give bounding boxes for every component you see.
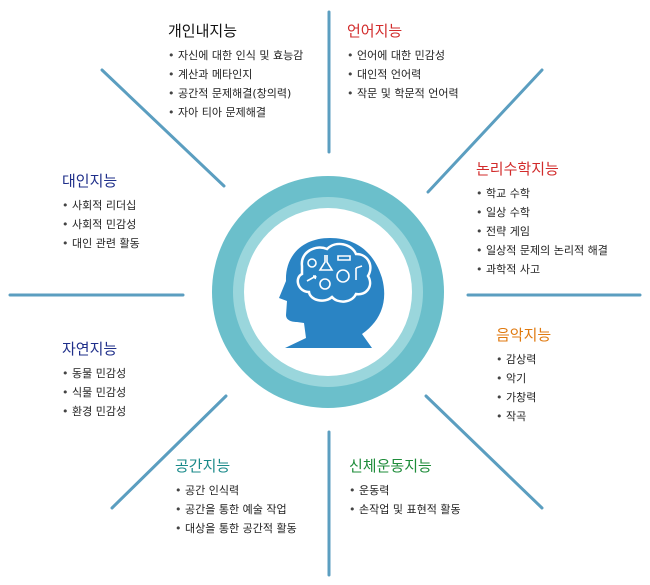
section-items: 감상력 악기 가창력 작곡 bbox=[496, 350, 551, 426]
list-item: 운동력 bbox=[349, 481, 461, 500]
section-title: 개인내지능 bbox=[168, 22, 238, 40]
divider-lines bbox=[8, 10, 642, 577]
list-item: 일상 수학 bbox=[476, 203, 608, 222]
brain-outline bbox=[296, 242, 372, 303]
list-item: 식물 민감성 bbox=[62, 383, 126, 402]
section-title: 신체운동지능 bbox=[349, 457, 432, 475]
section-items: 공간 인식력 공간을 통한 예술 작업 대상을 통한 공간적 활동 bbox=[175, 481, 297, 538]
brain-doodles bbox=[306, 255, 363, 290]
list-item: 학교 수학 bbox=[476, 184, 608, 203]
list-item: 공간 인식력 bbox=[175, 481, 297, 500]
atom-doodle bbox=[307, 258, 317, 268]
list-item: 대인 관련 활동 bbox=[62, 234, 140, 253]
list-item: 언어에 대한 민감성 bbox=[347, 46, 459, 65]
list-item: 공간을 통한 예술 작업 bbox=[175, 500, 297, 519]
section-title: 논리수학지능 bbox=[476, 160, 559, 178]
list-item: 작문 및 학문적 언어력 bbox=[347, 84, 459, 103]
arrow-doodle bbox=[306, 275, 317, 282]
list-item: 환경 민감성 bbox=[62, 402, 126, 421]
list-item: 사회적 리더십 bbox=[62, 196, 140, 215]
list-item: 전략 게임 bbox=[476, 222, 608, 241]
section-linguistic: 언어지능 언어에 대한 민감성 대인적 언어력 작문 및 학문적 언어력 bbox=[347, 22, 459, 103]
divider-line-top-right bbox=[426, 68, 544, 194]
list-item: 자아 티아 문제해결 bbox=[168, 103, 303, 122]
list-item: 동물 민감성 bbox=[62, 364, 126, 383]
list-item: 공간적 문제해결(창의력) bbox=[168, 84, 303, 103]
divider-line-top-left bbox=[100, 68, 226, 188]
section-items: 동물 민감성 식물 민감성 환경 민감성 bbox=[62, 364, 126, 421]
section-bodily-kinesthetic: 신체운동지능 운동력 손작업 및 표현적 활동 bbox=[349, 457, 461, 519]
section-spatial: 공간지능 공간 인식력 공간을 통한 예술 작업 대상을 통한 공간적 활동 bbox=[175, 457, 297, 538]
list-item: 대인적 언어력 bbox=[347, 65, 459, 84]
list-item: 감상력 bbox=[496, 350, 551, 369]
section-musical: 음악지능 감상력 악기 가창력 작곡 bbox=[496, 326, 551, 426]
section-items: 학교 수학 일상 수학 전략 게임 일상적 문제의 논리적 해결 과학적 사고 bbox=[476, 184, 608, 279]
section-title: 자연지능 bbox=[62, 340, 118, 358]
list-item: 가창력 bbox=[496, 388, 551, 407]
section-intrapersonal: 개인내지능 자신에 대한 인식 및 효능감 계산과 메타인지 공간적 문제해결(… bbox=[168, 22, 303, 122]
section-title: 언어지능 bbox=[347, 22, 403, 40]
list-item: 일상적 문제의 논리적 해결 bbox=[476, 241, 608, 260]
section-logical-mathematical: 논리수학지능 학교 수학 일상 수학 전략 게임 일상적 문제의 논리적 해결 … bbox=[476, 160, 608, 279]
gear-doodle bbox=[319, 278, 331, 290]
section-items: 언어에 대한 민감성 대인적 언어력 작문 및 학문적 언어력 bbox=[347, 46, 459, 103]
list-item: 과학적 사고 bbox=[476, 260, 608, 279]
section-interpersonal: 대인지능 사회적 리더십 사회적 민감성 대인 관련 활동 bbox=[62, 172, 140, 253]
list-item: 작곡 bbox=[496, 407, 551, 426]
section-title: 공간지능 bbox=[175, 457, 231, 475]
section-title: 대인지능 bbox=[62, 172, 118, 190]
section-items: 자신에 대한 인식 및 효능감 계산과 메타인지 공간적 문제해결(창의력) 자… bbox=[168, 46, 303, 122]
section-naturalist: 자연지능 동물 민감성 식물 민감성 환경 민감성 bbox=[62, 340, 126, 421]
globe-doodle bbox=[336, 269, 350, 283]
list-item: 악기 bbox=[496, 369, 551, 388]
list-item: 계산과 메타인지 bbox=[168, 65, 303, 84]
ruler-doodle bbox=[337, 255, 351, 261]
section-items: 운동력 손작업 및 표현적 활동 bbox=[349, 481, 461, 519]
list-item: 대상을 통한 공간적 활동 bbox=[175, 519, 297, 538]
list-item: 손작업 및 표현적 활동 bbox=[349, 500, 461, 519]
list-item: 자신에 대한 인식 및 효능감 bbox=[168, 46, 303, 65]
list-item: 사회적 민감성 bbox=[62, 215, 140, 234]
divider-line-bottom-left bbox=[110, 394, 228, 510]
note-doodle bbox=[355, 265, 363, 280]
flask-doodle bbox=[318, 255, 334, 271]
divider-line-bottom-right bbox=[424, 394, 544, 510]
section-title: 음악지능 bbox=[496, 326, 552, 344]
section-items: 사회적 리더십 사회적 민감성 대인 관련 활동 bbox=[62, 196, 140, 253]
head-brain-icon bbox=[279, 238, 385, 348]
